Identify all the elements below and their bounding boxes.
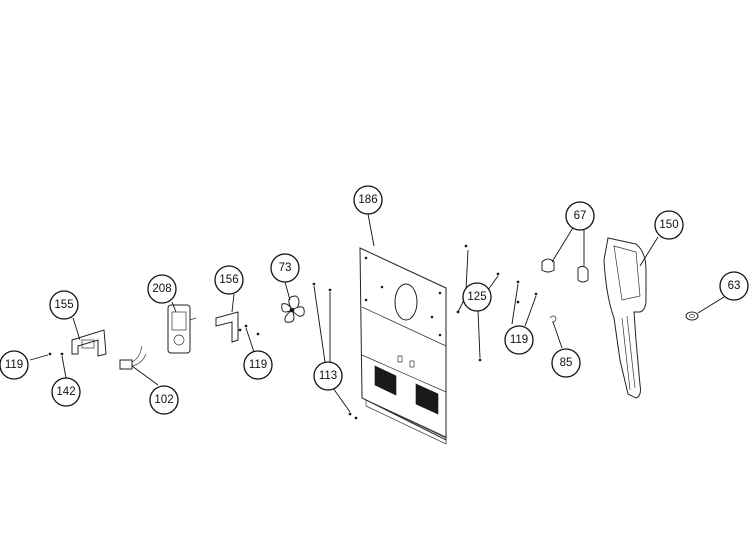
clip-parts xyxy=(541,258,589,283)
callout-186-label: 186 xyxy=(358,194,377,206)
callout-67-label: 67 xyxy=(574,210,587,222)
callout-119-left-label: 119 xyxy=(5,359,23,371)
screw-parts xyxy=(48,244,557,420)
callout-150: 150 xyxy=(654,210,684,240)
duct-part xyxy=(603,237,647,399)
callout-63-label: 63 xyxy=(728,280,741,292)
callout-119-left: 119 xyxy=(0,350,29,380)
back-panel-part xyxy=(359,247,447,445)
knob-part xyxy=(685,311,699,321)
callout-125: 125 xyxy=(462,282,492,312)
callout-150-label: 150 xyxy=(659,219,678,231)
motor-part xyxy=(167,304,197,354)
bracket-part xyxy=(215,311,242,343)
callout-155-label: 155 xyxy=(54,299,73,311)
callout-85: 85 xyxy=(551,348,581,378)
callout-156: 156 xyxy=(214,265,244,295)
leader-lines xyxy=(29,213,725,413)
callout-186: 186 xyxy=(353,185,383,215)
callout-119-right: 119 xyxy=(504,325,534,355)
switch-part xyxy=(119,345,147,370)
callout-142-label: 142 xyxy=(56,386,75,398)
callout-113-label: 113 xyxy=(319,370,337,382)
callout-155: 155 xyxy=(49,290,79,320)
fan-blade-part xyxy=(281,295,305,323)
callout-113: 113 xyxy=(313,361,343,391)
callout-119-mid-label: 119 xyxy=(249,359,267,371)
callout-208-label: 208 xyxy=(152,283,171,295)
callout-119-right-label: 119 xyxy=(510,334,528,346)
callout-85-label: 85 xyxy=(560,357,573,369)
callout-73: 73 xyxy=(270,253,300,283)
callout-102-label: 102 xyxy=(154,394,173,406)
callout-102: 102 xyxy=(149,385,179,415)
callout-119-mid: 119 xyxy=(243,350,273,380)
callout-73-label: 73 xyxy=(279,262,292,274)
callout-156-label: 156 xyxy=(219,274,238,286)
callout-208: 208 xyxy=(147,274,177,304)
mount-bracket-part xyxy=(71,329,107,357)
callout-67: 67 xyxy=(565,201,595,231)
callout-125-label: 125 xyxy=(467,291,486,303)
callout-63: 63 xyxy=(719,271,749,301)
callout-142: 142 xyxy=(51,377,81,407)
